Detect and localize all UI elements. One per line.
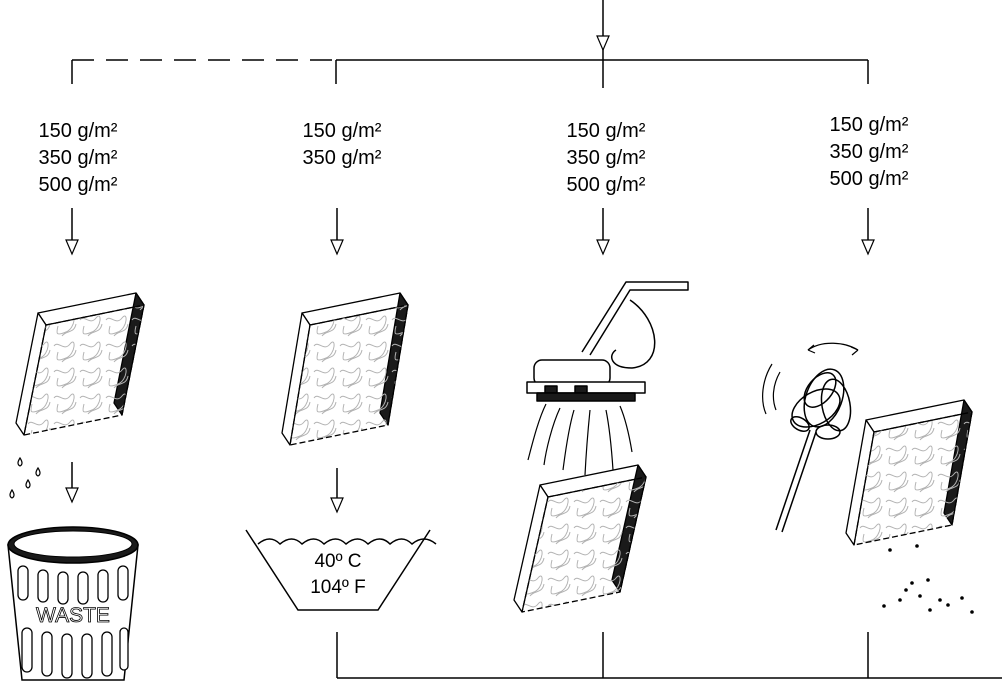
weight-label: 150 g/m² — [566, 120, 646, 142]
weights-column-3: 150 g/m² 350 g/m² 500 g/m² — [516, 118, 696, 199]
water-basin-icon — [245, 529, 437, 611]
arrow-to-waste — [65, 487, 79, 503]
sample-column-4 — [845, 399, 973, 546]
weight-label: 350 g/m² — [38, 147, 118, 169]
weight-label: 350 g/m² — [302, 147, 382, 169]
weight-label: 150 g/m² — [829, 114, 909, 136]
weight-label: 500 g/m² — [566, 174, 646, 196]
bottom-connector — [336, 632, 1002, 679]
waste-bin-icon — [7, 526, 139, 681]
weight-label: 500 g/m² — [38, 174, 118, 196]
weight-label: 350 g/m² — [829, 141, 909, 163]
arrow-column-2 — [330, 239, 344, 255]
input-arrow — [596, 35, 610, 51]
weights-column-1: 150 g/m² 350 g/m² 500 g/m² — [0, 118, 168, 199]
weights-column-4: 150 g/m² 350 g/m² 500 g/m² — [779, 112, 959, 193]
temperature-celsius: 40º C — [314, 551, 362, 572]
weights-column-2: 150 g/m² 350 g/m² — [252, 118, 432, 172]
sample-column-3 — [513, 464, 647, 613]
arrow-column-1 — [65, 239, 79, 255]
sample-column-2 — [281, 292, 409, 446]
vacuum-cleaner-icon — [526, 281, 689, 402]
weight-label: 350 g/m² — [566, 147, 646, 169]
weight-label: 500 g/m² — [829, 168, 909, 190]
arrow-column-3 — [596, 239, 610, 255]
label-arrows — [71, 208, 869, 240]
carpet-beater-icon — [775, 368, 852, 533]
arrow-to-basin — [330, 497, 344, 513]
airflow-lines — [527, 403, 633, 476]
motion-lines — [762, 342, 859, 415]
waste-label: WASTE — [36, 604, 110, 627]
dust-particles — [882, 544, 974, 614]
temperature-label: 40º C 104º F — [278, 549, 398, 601]
temperature-fahrenheit: 104º F — [310, 577, 366, 598]
top-connector — [71, 0, 869, 88]
weight-label: 150 g/m² — [38, 120, 118, 142]
weight-label: 150 g/m² — [302, 120, 382, 142]
sample-column-1 — [15, 292, 145, 436]
water-drops — [9, 456, 41, 499]
arrow-column-4 — [861, 239, 875, 255]
